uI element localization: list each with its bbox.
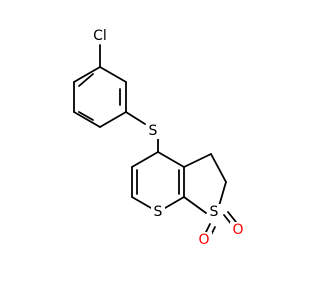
bond-inner <box>78 111 94 121</box>
bond <box>131 151 159 168</box>
ring-sulfur-label: S <box>154 204 163 220</box>
thioether-sulfur-label: S <box>149 123 158 139</box>
bond <box>183 153 212 168</box>
bond <box>183 196 207 214</box>
bond <box>210 153 227 183</box>
bond <box>99 111 127 128</box>
bond <box>205 223 211 233</box>
bond <box>157 151 185 168</box>
sulfone-sulfur-label: S <box>210 204 219 220</box>
bonds <box>73 44 237 236</box>
bond <box>164 196 185 209</box>
bond <box>99 66 127 83</box>
oxygen-atom-label: O <box>232 222 243 238</box>
bond-inner <box>78 73 94 87</box>
bond <box>131 196 152 209</box>
bond <box>227 211 237 223</box>
molecule-structure: Cl S S S O O <box>73 26 246 248</box>
bond <box>125 111 146 125</box>
bond <box>73 66 101 83</box>
bond <box>218 181 227 207</box>
chlorine-atom-label: Cl <box>93 28 107 44</box>
oxygen-atom-label: O <box>198 232 209 248</box>
atom-labels: Cl S S S O O <box>89 26 246 248</box>
bond <box>73 111 101 128</box>
